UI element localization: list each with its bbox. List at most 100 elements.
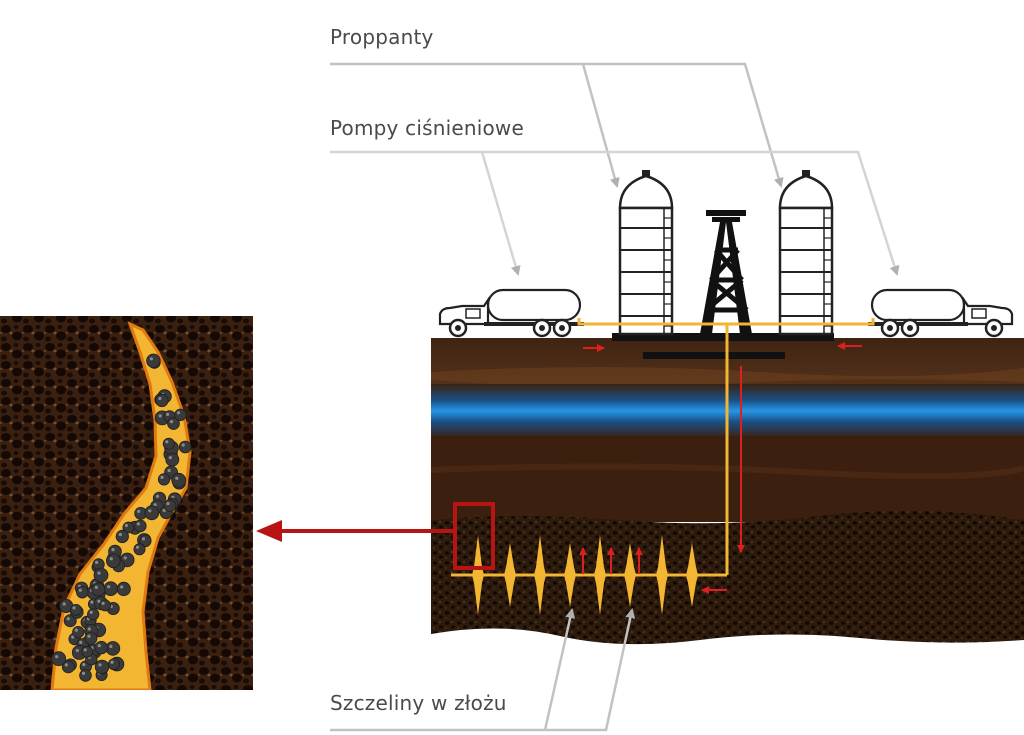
proppant-grain-highlight xyxy=(97,644,101,648)
proppant-grain xyxy=(108,658,121,671)
tanker-truck-icon xyxy=(868,288,1014,338)
proppant-grain xyxy=(155,393,169,408)
proppant-grain xyxy=(94,659,110,675)
proppant-grain-highlight xyxy=(101,601,105,606)
proppant-grain-highlight xyxy=(166,502,170,506)
proppant-grain-highlight xyxy=(95,560,99,565)
proppant-grain-highlight xyxy=(158,414,162,418)
proppant-grain-highlight xyxy=(87,627,91,631)
proppant-grain-highlight xyxy=(181,443,185,447)
fracture-spikes xyxy=(472,535,698,615)
proppant-grain-highlight xyxy=(166,412,170,416)
proppant-grain-highlight xyxy=(97,571,101,575)
proppant-grain-highlight xyxy=(148,509,152,513)
fracture-spike xyxy=(594,535,606,615)
proppant-grain-highlight xyxy=(135,545,140,549)
proppant-grain-highlight xyxy=(72,606,76,610)
fluid-pipeline xyxy=(451,318,875,577)
proppant-grain-highlight xyxy=(71,635,75,639)
proppant-grain-highlight xyxy=(82,663,86,667)
fracture-spike xyxy=(564,543,576,607)
proppant-grain-highlight xyxy=(118,532,122,537)
proppant-grain xyxy=(171,472,187,488)
proppant-grain xyxy=(81,645,94,658)
proppant-grain xyxy=(178,440,192,454)
proppant-grain-highlight xyxy=(123,556,127,560)
proppant-grain xyxy=(146,353,161,369)
label-pressure-pumps: Pompy ciśnieniowe xyxy=(330,116,524,140)
proppant-grain xyxy=(72,625,85,639)
proppant-grain xyxy=(87,608,100,621)
fracture-spike xyxy=(504,543,516,607)
proppant-grain xyxy=(174,408,187,422)
proppant-grain xyxy=(79,669,92,682)
proppant-grain xyxy=(99,599,111,612)
proppant-grain xyxy=(157,473,171,486)
proppant-grain-highlight xyxy=(87,634,91,638)
shale-formation xyxy=(431,510,1024,645)
proppant-grain-highlight xyxy=(136,522,140,526)
proppant-grain-highlight xyxy=(137,509,141,513)
proppant-grain xyxy=(103,581,118,596)
proppant-grain xyxy=(51,651,67,667)
proppant-grain-highlight xyxy=(55,655,59,659)
proppant-grain-highlight xyxy=(176,411,181,415)
proppant-grain-highlight xyxy=(111,548,115,552)
proppant-grain-highlight xyxy=(66,617,70,621)
proppant-grain-highlight xyxy=(175,476,179,480)
proppant-grain xyxy=(116,581,131,597)
tanker-truck-icon xyxy=(438,288,584,338)
proppant-grain-highlight xyxy=(74,628,78,632)
proppant-silo-icon xyxy=(778,170,834,336)
fracture-spike xyxy=(656,535,668,615)
proppant-grain-highlight xyxy=(158,396,162,401)
label-fractures: Szczeliny w złożu xyxy=(330,691,507,715)
proppant-grain xyxy=(76,586,89,599)
proppant-grain xyxy=(106,553,121,569)
proppant-grain-highlight xyxy=(109,644,113,649)
fracture-spike xyxy=(534,535,546,615)
proppant-grain-highlight xyxy=(141,537,145,541)
proppant-grain xyxy=(115,529,129,544)
proppant-grain-highlight xyxy=(160,475,164,479)
proppant-grain-highlight xyxy=(168,456,172,460)
proppant-grain-highlight xyxy=(169,420,174,424)
proppant-grain-highlight xyxy=(153,503,157,507)
fracture-closeup-panel xyxy=(0,316,253,690)
proppant-grain xyxy=(165,452,180,467)
proppant-grain-highlight xyxy=(81,671,86,676)
proppant-grain-highlight xyxy=(149,357,153,361)
proppant-grain xyxy=(162,437,175,450)
proppant-grain xyxy=(133,543,146,556)
proppant-grain-highlight xyxy=(83,648,87,652)
proppant-grain xyxy=(134,519,147,533)
zoom-arrow xyxy=(256,520,455,542)
proppant-grain-highlight xyxy=(94,585,98,590)
leader-lines xyxy=(330,62,900,732)
proppant-grain-highlight xyxy=(109,557,113,561)
proppant-grain xyxy=(105,641,121,656)
zoom-callout-box xyxy=(453,502,495,570)
proppant-grain xyxy=(91,582,106,597)
proppant-grain-highlight xyxy=(120,585,124,589)
proppant-grain xyxy=(93,567,109,583)
drilling-rig-icon xyxy=(700,210,752,334)
proppant-grain-highlight xyxy=(97,599,101,603)
proppant-grain-highlight xyxy=(78,588,82,592)
flow-arrows xyxy=(579,342,862,594)
proppant-grain xyxy=(144,505,160,521)
label-proppants: Proppanty xyxy=(330,25,434,49)
proppant-grain-highlight xyxy=(79,640,83,645)
fracture-spike xyxy=(686,543,698,607)
fracture-spike xyxy=(624,543,636,607)
proppant-grain-highlight xyxy=(89,610,93,614)
proppant-grain-highlight xyxy=(165,440,169,444)
proppant-grain-highlight xyxy=(162,508,166,512)
proppant-silo-icon xyxy=(618,170,674,336)
proppant-grain-highlight xyxy=(62,602,66,606)
proppant-grain-highlight xyxy=(124,523,128,528)
proppant-grain-highlight xyxy=(107,585,111,589)
proppant-grain xyxy=(163,499,177,512)
proppant-grain xyxy=(70,604,82,616)
